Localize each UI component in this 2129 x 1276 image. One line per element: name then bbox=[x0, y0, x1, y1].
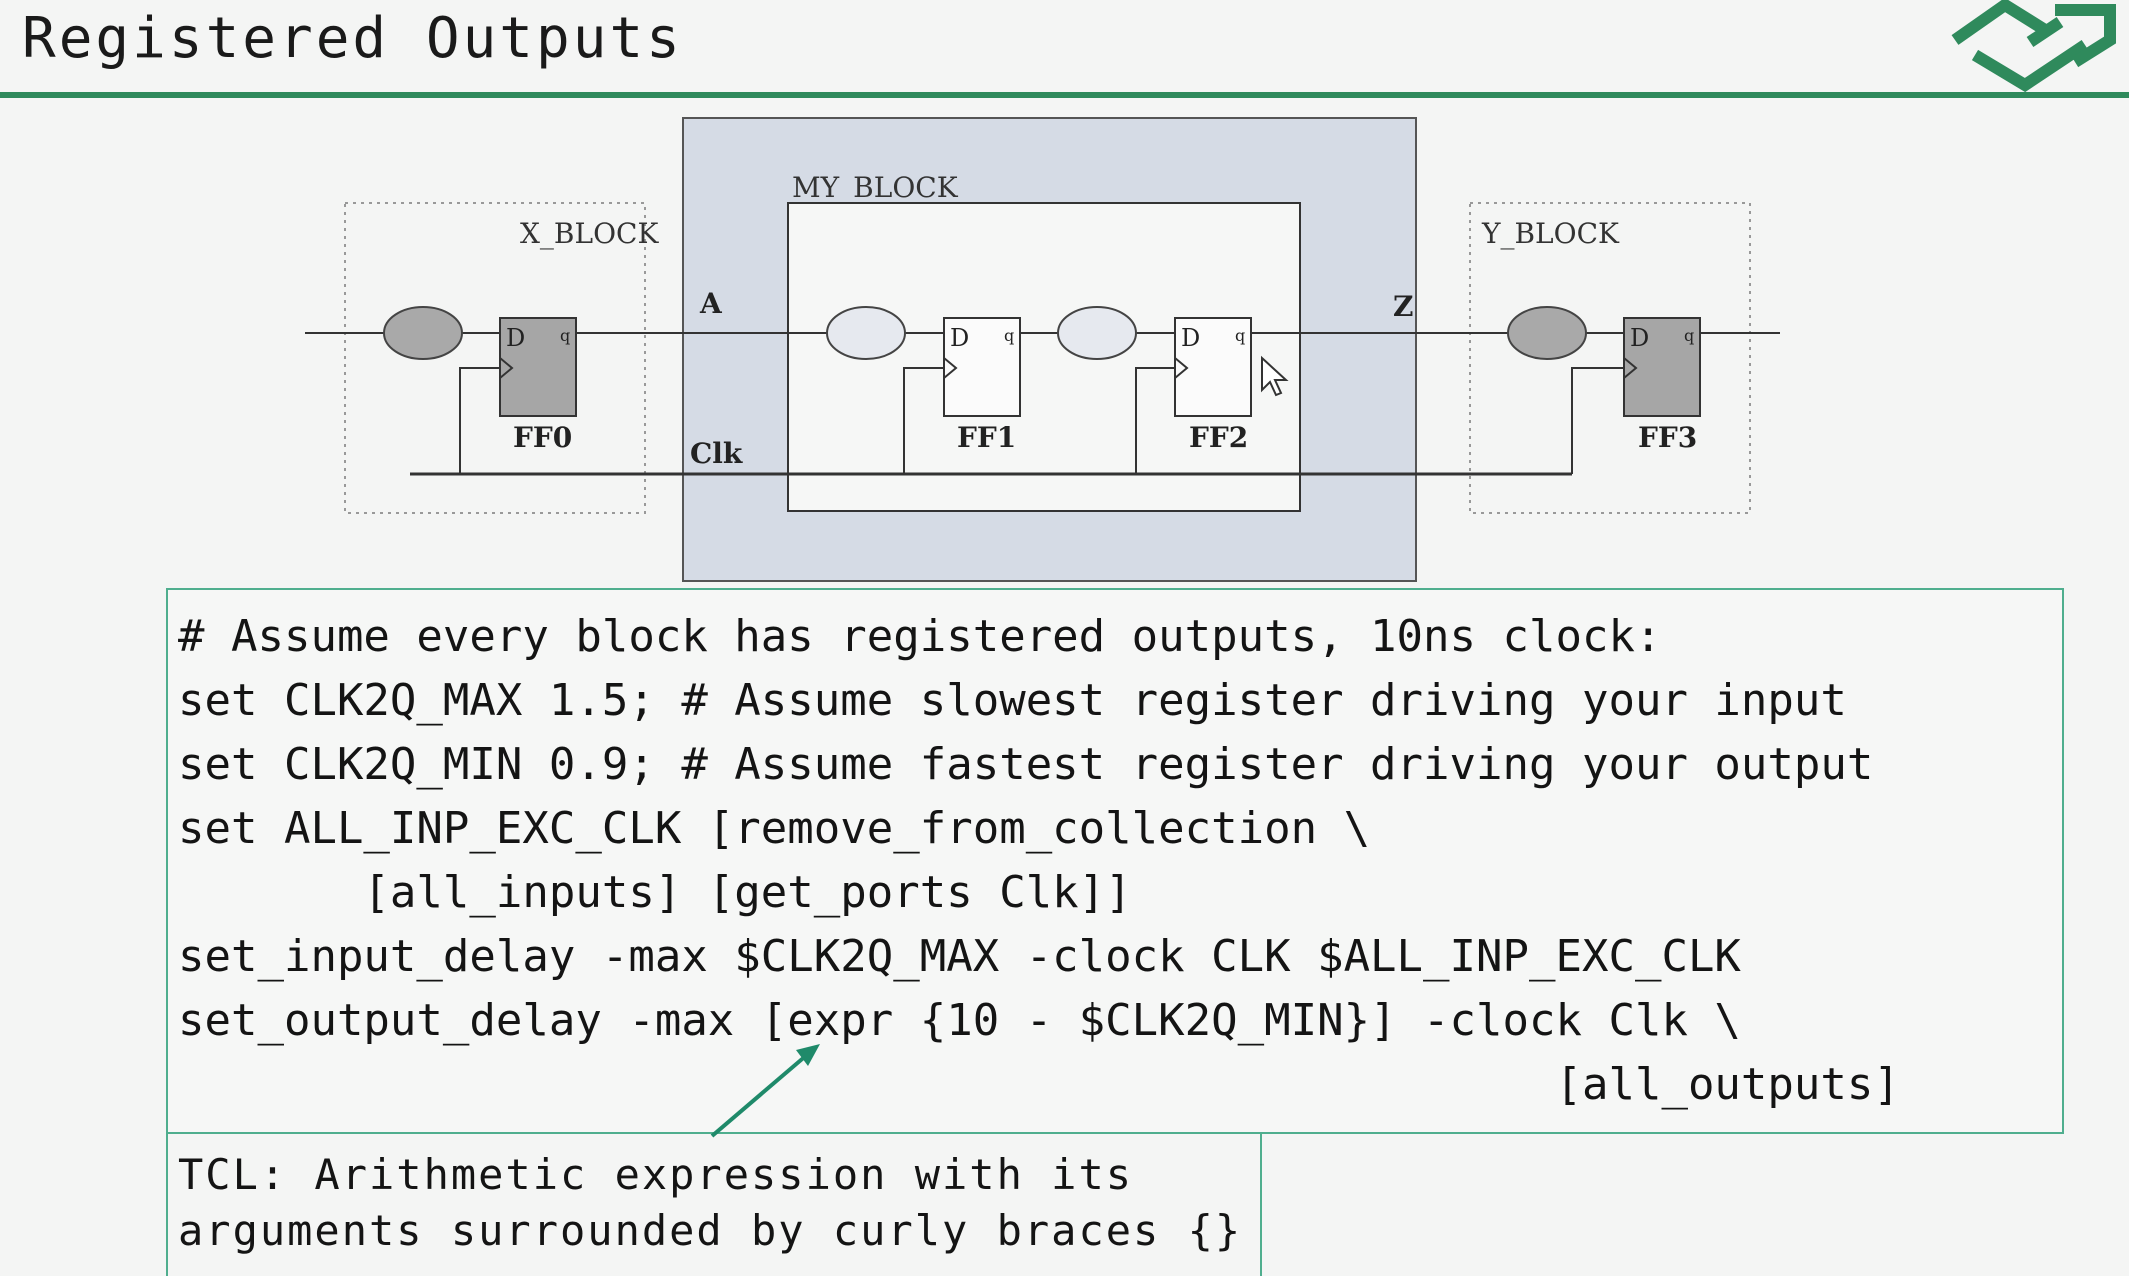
mouse-cursor-icon bbox=[1261, 355, 1289, 397]
title-divider bbox=[0, 92, 2129, 98]
y-block-outline bbox=[1469, 202, 1751, 514]
ff3-label: FF3 bbox=[1638, 421, 1697, 454]
ff0-pin-d: D bbox=[506, 324, 525, 352]
logic-cloud-in bbox=[826, 306, 906, 360]
ff0-pin-q: q bbox=[560, 326, 570, 345]
ff2-symbol bbox=[1174, 317, 1252, 417]
note-line: arguments surrounded by curly braces {} bbox=[178, 1206, 1243, 1255]
ff1-pin-d: D bbox=[950, 324, 969, 352]
clock-branch-ff1 bbox=[903, 367, 944, 474]
logic-cloud-y bbox=[1507, 306, 1587, 360]
x-block-outline bbox=[344, 202, 646, 514]
code-line: set_input_delay -max $CLK2Q_MAX -clock C… bbox=[178, 931, 1741, 982]
ff3-pin-q: q bbox=[1684, 326, 1694, 345]
ff1-pin-q: q bbox=[1004, 326, 1014, 345]
ff0-label: FF0 bbox=[513, 421, 572, 454]
logic-cloud-mid bbox=[1057, 306, 1137, 360]
port-a-label: A bbox=[699, 287, 723, 320]
slide-title: Registered Outputs bbox=[22, 6, 683, 71]
ff0-symbol bbox=[499, 317, 577, 417]
code-line: set CLK2Q_MAX 1.5; # Assume slowest regi… bbox=[178, 675, 1847, 726]
note-line: TCL: Arithmetic expression with its bbox=[178, 1150, 1134, 1199]
code-line: set CLK2Q_MIN 0.9; # Assume fastest regi… bbox=[178, 739, 1874, 790]
clock-branch-ff0 bbox=[459, 367, 500, 474]
tcl-code-block: # Assume every block has registered outp… bbox=[166, 588, 2064, 1134]
ff1-label: FF1 bbox=[957, 421, 1016, 454]
code-line: set ALL_INP_EXC_CLK [remove_from_collect… bbox=[178, 803, 1371, 854]
ff3-symbol bbox=[1623, 317, 1701, 417]
my-block-label: MY_BLOCK bbox=[792, 171, 959, 204]
clock-branch-ff3 bbox=[1571, 367, 1624, 474]
code-line: set_output_delay -max [expr {10 - $CLK2Q… bbox=[178, 995, 1741, 1046]
ff2-pin-d: D bbox=[1181, 324, 1200, 352]
ff1-symbol bbox=[943, 317, 1021, 417]
circuit-diagram: D q D q D q D q X_BLOCK MY_BLOCK Y_BLOCK… bbox=[305, 117, 1780, 582]
code-line: # Assume every block has registered outp… bbox=[178, 611, 1662, 662]
ff2-label: FF2 bbox=[1189, 421, 1248, 454]
ff2-pin-q: q bbox=[1235, 326, 1245, 345]
x-block-label: X_BLOCK bbox=[520, 217, 659, 250]
ff3-pin-d: D bbox=[1630, 324, 1649, 352]
y-block-label: Y_BLOCK bbox=[1481, 217, 1620, 250]
clock-branch-ff2 bbox=[1135, 367, 1175, 474]
code-line: [all_outputs] bbox=[178, 1059, 1900, 1110]
code-line: [all_inputs] [get_ports Clk]] bbox=[178, 867, 1132, 918]
logo-icon bbox=[1951, 0, 2116, 92]
logic-cloud-x bbox=[383, 306, 463, 360]
port-z-label: Z bbox=[1393, 290, 1413, 323]
port-clk-label: Clk bbox=[690, 437, 743, 470]
tcl-note-callout: TCL: Arithmetic expression with its argu… bbox=[166, 1134, 1262, 1276]
